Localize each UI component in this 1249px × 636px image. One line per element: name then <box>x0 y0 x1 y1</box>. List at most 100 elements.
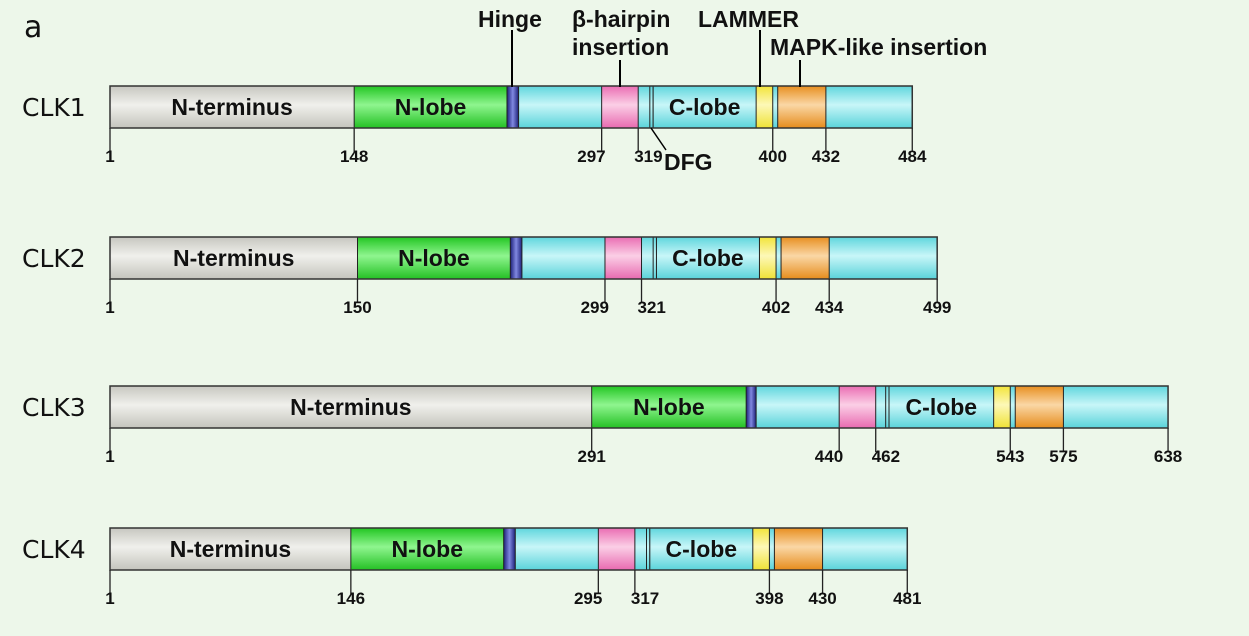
tick-label: 462 <box>872 447 900 466</box>
c-lobe-segment <box>1010 386 1016 428</box>
tick-label: 402 <box>762 298 790 317</box>
c-lobe-segment <box>1063 386 1169 428</box>
c-lobe-segment <box>641 237 654 279</box>
tick-label: 398 <box>755 589 783 608</box>
tick-label: 291 <box>578 447 606 466</box>
n-lobe-segment <box>350 528 504 570</box>
n-lobe-segment <box>591 386 747 428</box>
tick-label: 1 <box>105 147 114 166</box>
tick-label: 432 <box>812 147 840 166</box>
n-lobe-segment <box>357 237 511 279</box>
n-terminus-label: N-terminus <box>171 94 292 120</box>
n-terminus-segment <box>110 237 358 279</box>
hairpin-segment <box>604 237 642 279</box>
tick-label: 440 <box>815 447 843 466</box>
hinge-annotation: Hinge <box>478 6 542 32</box>
tick-label: 499 <box>923 298 951 317</box>
n-terminus-segment <box>110 86 355 128</box>
tick-label: 1 <box>105 298 114 317</box>
tick-label: 299 <box>581 298 609 317</box>
hairpin-annotation-line2: insertion <box>572 34 669 60</box>
tick-label: 543 <box>996 447 1024 466</box>
panel-label: a <box>24 10 43 45</box>
tick-label: 150 <box>343 298 371 317</box>
protein-row-clk3: CLK3 N-terminus N-lobe C-lobe 1 291 440 462 543 5… <box>22 385 1182 466</box>
hairpin-segment <box>839 386 876 428</box>
hinge-segment <box>746 386 757 428</box>
protein-name: CLK2 <box>22 244 86 273</box>
hairpin-annotation-line1: β-hairpin <box>572 6 670 32</box>
c-lobe-segment <box>769 528 775 570</box>
tick-label: 638 <box>1154 447 1182 466</box>
c-lobe-segment <box>889 386 994 428</box>
n-lobe-label: N-lobe <box>633 394 705 420</box>
c-lobe-segment <box>875 386 886 428</box>
c-lobe-label: C-lobe <box>666 536 738 562</box>
protein-bar-outline <box>109 236 938 280</box>
protein-bar-outline <box>109 385 1169 429</box>
n-lobe-label: N-lobe <box>395 94 467 120</box>
tick-label: 484 <box>898 147 927 166</box>
c-lobe-segment <box>634 528 647 570</box>
tick-label: 317 <box>631 589 659 608</box>
n-terminus-label: N-terminus <box>290 394 411 420</box>
c-lobe-segment <box>649 528 753 570</box>
mapk-segment <box>774 528 823 570</box>
protein-name: CLK1 <box>22 93 86 122</box>
c-lobe-segment <box>829 237 938 279</box>
protein-bar-outline <box>109 527 909 571</box>
dfg-segment <box>649 86 654 128</box>
c-lobe-segment <box>518 86 602 128</box>
c-lobe-segment <box>638 86 650 128</box>
c-lobe-segment <box>772 86 778 128</box>
dfg-segment <box>646 528 650 570</box>
c-lobe-label: C-lobe <box>906 394 978 420</box>
protein-name: CLK4 <box>22 535 86 564</box>
c-lobe-label: C-lobe <box>672 245 744 271</box>
tick-label: 297 <box>577 147 605 166</box>
lammer-segment <box>752 528 770 570</box>
n-terminus-label: N-terminus <box>170 536 291 562</box>
hairpin-segment <box>598 528 635 570</box>
tick-label: 481 <box>893 589 921 608</box>
tick-label: 295 <box>574 589 602 608</box>
lammer-segment <box>756 86 773 128</box>
c-lobe-segment <box>521 237 605 279</box>
dfg-segment <box>653 237 657 279</box>
n-terminus-segment <box>110 386 592 428</box>
tick-label: 1 <box>105 589 114 608</box>
mapk-segment <box>1015 386 1064 428</box>
protein-name: CLK3 <box>22 393 86 422</box>
c-lobe-segment <box>515 528 599 570</box>
lammer-segment <box>993 386 1011 428</box>
dfg-annotation: DFG <box>664 149 713 175</box>
lammer-segment <box>759 237 777 279</box>
hinge-segment <box>506 86 519 128</box>
hinge-segment <box>503 528 516 570</box>
n-terminus-segment <box>110 528 351 570</box>
tick-label: 575 <box>1049 447 1077 466</box>
c-lobe-segment <box>653 86 757 128</box>
n-lobe-segment <box>354 86 507 128</box>
n-lobe-label: N-lobe <box>398 245 470 271</box>
c-lobe-segment <box>756 386 840 428</box>
mapk-segment <box>777 86 826 128</box>
dfg-segment <box>885 386 890 428</box>
hairpin-segment <box>601 86 639 128</box>
dfg-pointer <box>650 127 667 151</box>
tick-label: 146 <box>337 589 365 608</box>
tick-label: 319 <box>634 147 662 166</box>
c-lobe-segment <box>776 237 782 279</box>
lammer-annotation: LAMMER <box>698 6 799 32</box>
protein-row-clk4: CLK4 N-terminus N-lobe C-lobe 1 146 295 317 398 4… <box>22 527 921 608</box>
tick-label: 321 <box>638 298 666 317</box>
c-lobe-segment <box>822 528 908 570</box>
n-lobe-label: N-lobe <box>391 536 463 562</box>
tick-label: 1 <box>105 447 114 466</box>
tick-label: 430 <box>808 589 836 608</box>
c-lobe-segment <box>656 237 760 279</box>
